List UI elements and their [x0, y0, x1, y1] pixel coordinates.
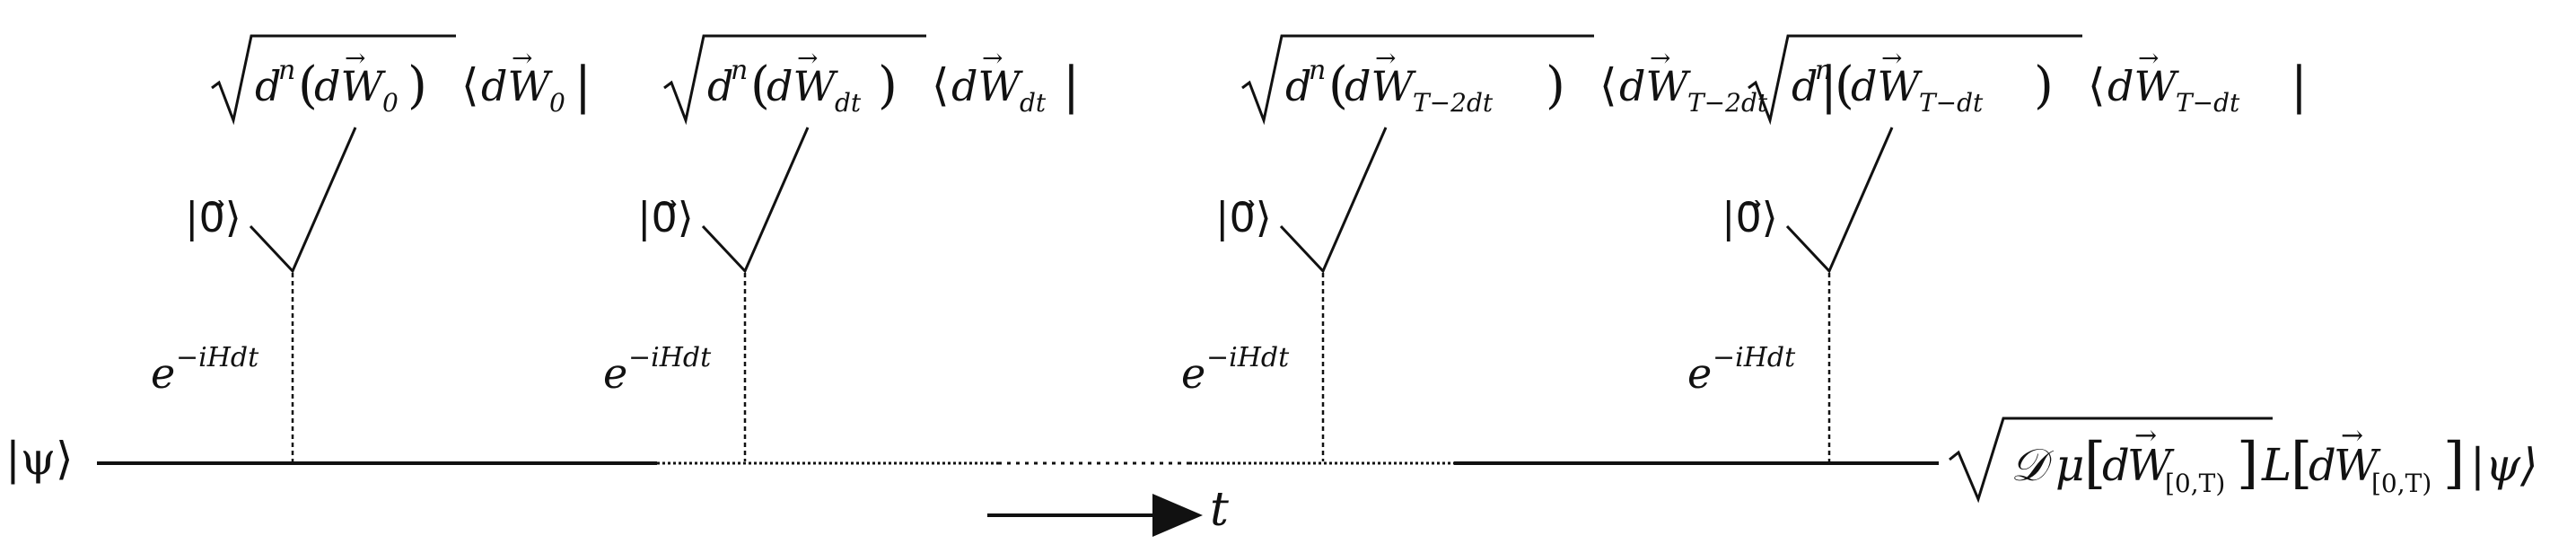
- projector-bra-sub: 0: [549, 88, 565, 118]
- projector-arrow-label: →: [345, 43, 365, 73]
- evolution-operator-label: e: [1687, 349, 1712, 398]
- projector-bra-open: ⟨: [2088, 59, 2106, 111]
- projector-bra-close: |: [1820, 57, 1837, 115]
- projector-dW-label: dW: [1345, 62, 1416, 110]
- input-state-label: |ψ⟩: [5, 433, 74, 485]
- projector-d-label: d: [1285, 62, 1311, 110]
- projector-bra-arrow: →: [512, 43, 532, 73]
- evolution-exponent-label: −iHdt: [1713, 342, 1796, 373]
- ancilla-ket-label: |0⃗⟩: [1215, 193, 1272, 241]
- projector-paren-close: ): [878, 57, 898, 115]
- measurement-vertex: [1785, 127, 1894, 274]
- projector-dW-label: dW: [1851, 62, 1923, 110]
- projector-dW-label: dW: [767, 62, 838, 110]
- projector-bra-sub: T−dt: [2176, 88, 2240, 118]
- evolution-exponent-label: −iHdt: [628, 342, 712, 373]
- projector-sub-label: 0: [382, 88, 399, 118]
- projector-bra-sub: dt: [1020, 88, 1047, 118]
- projector-bra-arrow: →: [1650, 43, 1670, 73]
- projector-paren-close: ): [1546, 57, 1565, 115]
- projector-bra-open: ⟨: [932, 59, 950, 111]
- projector-sub-label: T−dt: [1919, 88, 1984, 118]
- projector-paren-open: (: [750, 57, 770, 115]
- projector-d-label: d: [255, 62, 281, 110]
- evolution-operator-label: e: [151, 349, 175, 398]
- projector-sub-label: dt: [835, 88, 862, 118]
- projector-sqrt-sign: [211, 34, 456, 126]
- projector-paren-open: (: [1835, 57, 1854, 115]
- projector-d-label: d: [707, 62, 733, 110]
- projector-paren-close: ): [2034, 57, 2054, 115]
- projector-bra-dW: dW: [481, 62, 553, 110]
- projector-sqrt-sign: [663, 34, 926, 126]
- projector-bra-open: ⟨: [461, 59, 479, 111]
- projector-n-label: n: [1309, 55, 1326, 86]
- nodes-layer: |0⃗⟩e−iHdtdn(dW→0)⟨dW→0||0⃗⟩e−iHdtdn(dW→…: [151, 34, 2308, 461]
- projector-arrow-label: →: [1881, 43, 1902, 73]
- projector-bra-close: |: [574, 57, 591, 115]
- projector-paren-close: ): [407, 57, 427, 115]
- projector-sub-label: T−2dt: [1413, 88, 1494, 118]
- measurement-vertex: [249, 127, 357, 274]
- projector-paren-open: (: [1328, 57, 1348, 115]
- evolution-exponent-label: −iHdt: [176, 342, 259, 373]
- ancilla-ket-label: |0⃗⟩: [185, 193, 241, 241]
- projector-sqrt-sign: [1748, 34, 2082, 126]
- time-label: t: [1210, 483, 1229, 537]
- projector-bra-arrow: →: [2138, 43, 2159, 73]
- projector-bra-dW: dW: [1619, 62, 1691, 110]
- evolution-operator-label: e: [603, 349, 627, 398]
- projector-sqrt-sign: [1241, 34, 1594, 126]
- projector-bra-close: |: [2291, 57, 2308, 115]
- projector-n-label: n: [1815, 55, 1832, 86]
- measurement-vertex: [1279, 127, 1388, 274]
- measurement-vertex: [701, 127, 810, 274]
- projector-arrow-label: →: [1375, 43, 1396, 73]
- ancilla-ket-label: |0⃗⟩: [1722, 193, 1778, 241]
- projector-bra-sub: T−2dt: [1687, 88, 1768, 118]
- projector-paren-open: (: [298, 57, 318, 115]
- evolution-exponent-label: −iHdt: [1206, 342, 1290, 373]
- projector-dW-label: dW: [314, 62, 386, 110]
- projector-arrow-label: →: [797, 43, 818, 73]
- evolution-operator-label: e: [1181, 349, 1205, 398]
- projector-bra-close: |: [1063, 57, 1080, 115]
- projector-n-label: n: [278, 55, 295, 86]
- projector-bra-dW: dW: [2107, 62, 2179, 110]
- projector-bra-dW: dW: [951, 62, 1023, 110]
- projector-n-label: n: [731, 55, 748, 86]
- projector-bra-arrow: →: [982, 43, 1003, 73]
- ancilla-ket-label: |0⃗⟩: [637, 193, 694, 241]
- projector-d-label: d: [1792, 62, 1818, 110]
- projector-bra-open: ⟨: [1599, 59, 1617, 111]
